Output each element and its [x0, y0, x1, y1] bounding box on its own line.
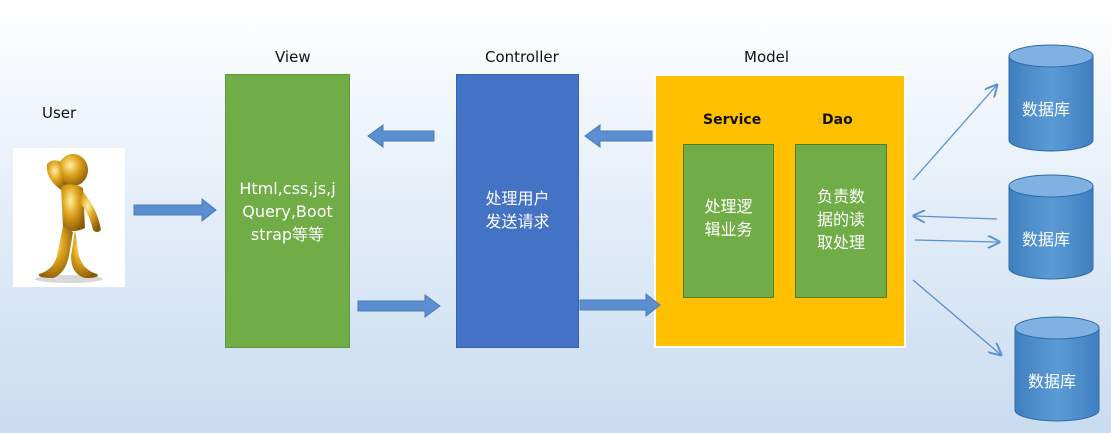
- arrow-model-to-db-2: [914, 240, 998, 242]
- service-box: 处理逻 辑业务: [683, 144, 774, 298]
- dao-box-text: 负责数 据的读 取处理: [816, 187, 865, 252]
- view-box-text: Html,css,js,j Query,Boot strap等等: [239, 179, 336, 244]
- arrow-user-to-view: [133, 197, 217, 223]
- database-label-2: 数据库: [1022, 230, 1071, 249]
- controller-box-text: 处理用户 发送请求: [485, 189, 550, 231]
- service-label: Service: [703, 112, 762, 128]
- dao-box: 负责数 据的读 取处理: [795, 144, 887, 298]
- view-label: View: [275, 48, 311, 66]
- controller-label: Controller: [485, 48, 559, 66]
- arrow-controller-to-view: [367, 124, 435, 148]
- arrow-view-to-controller: [357, 294, 441, 318]
- dao-label: Dao: [822, 112, 853, 128]
- view-box: Html,css,js,j Query,Boot strap等等: [225, 74, 350, 348]
- arrow-model-to-controller: [584, 124, 653, 148]
- model-label: Model: [744, 48, 790, 66]
- database-label-1: 数据库: [1022, 100, 1071, 119]
- arrow-controller-to-model: [579, 292, 661, 318]
- arrow-model-to-db-1: [912, 86, 996, 181]
- database-label-3: 数据库: [1028, 372, 1077, 391]
- user-label: User: [42, 104, 77, 122]
- arrow-db-2-to-model: [915, 216, 998, 219]
- user-figure-icon: [13, 148, 125, 287]
- controller-box: 处理用户 发送请求: [456, 74, 579, 348]
- service-box-text: 处理逻 辑业务: [704, 197, 753, 239]
- arrow-model-to-db-3: [912, 279, 1000, 354]
